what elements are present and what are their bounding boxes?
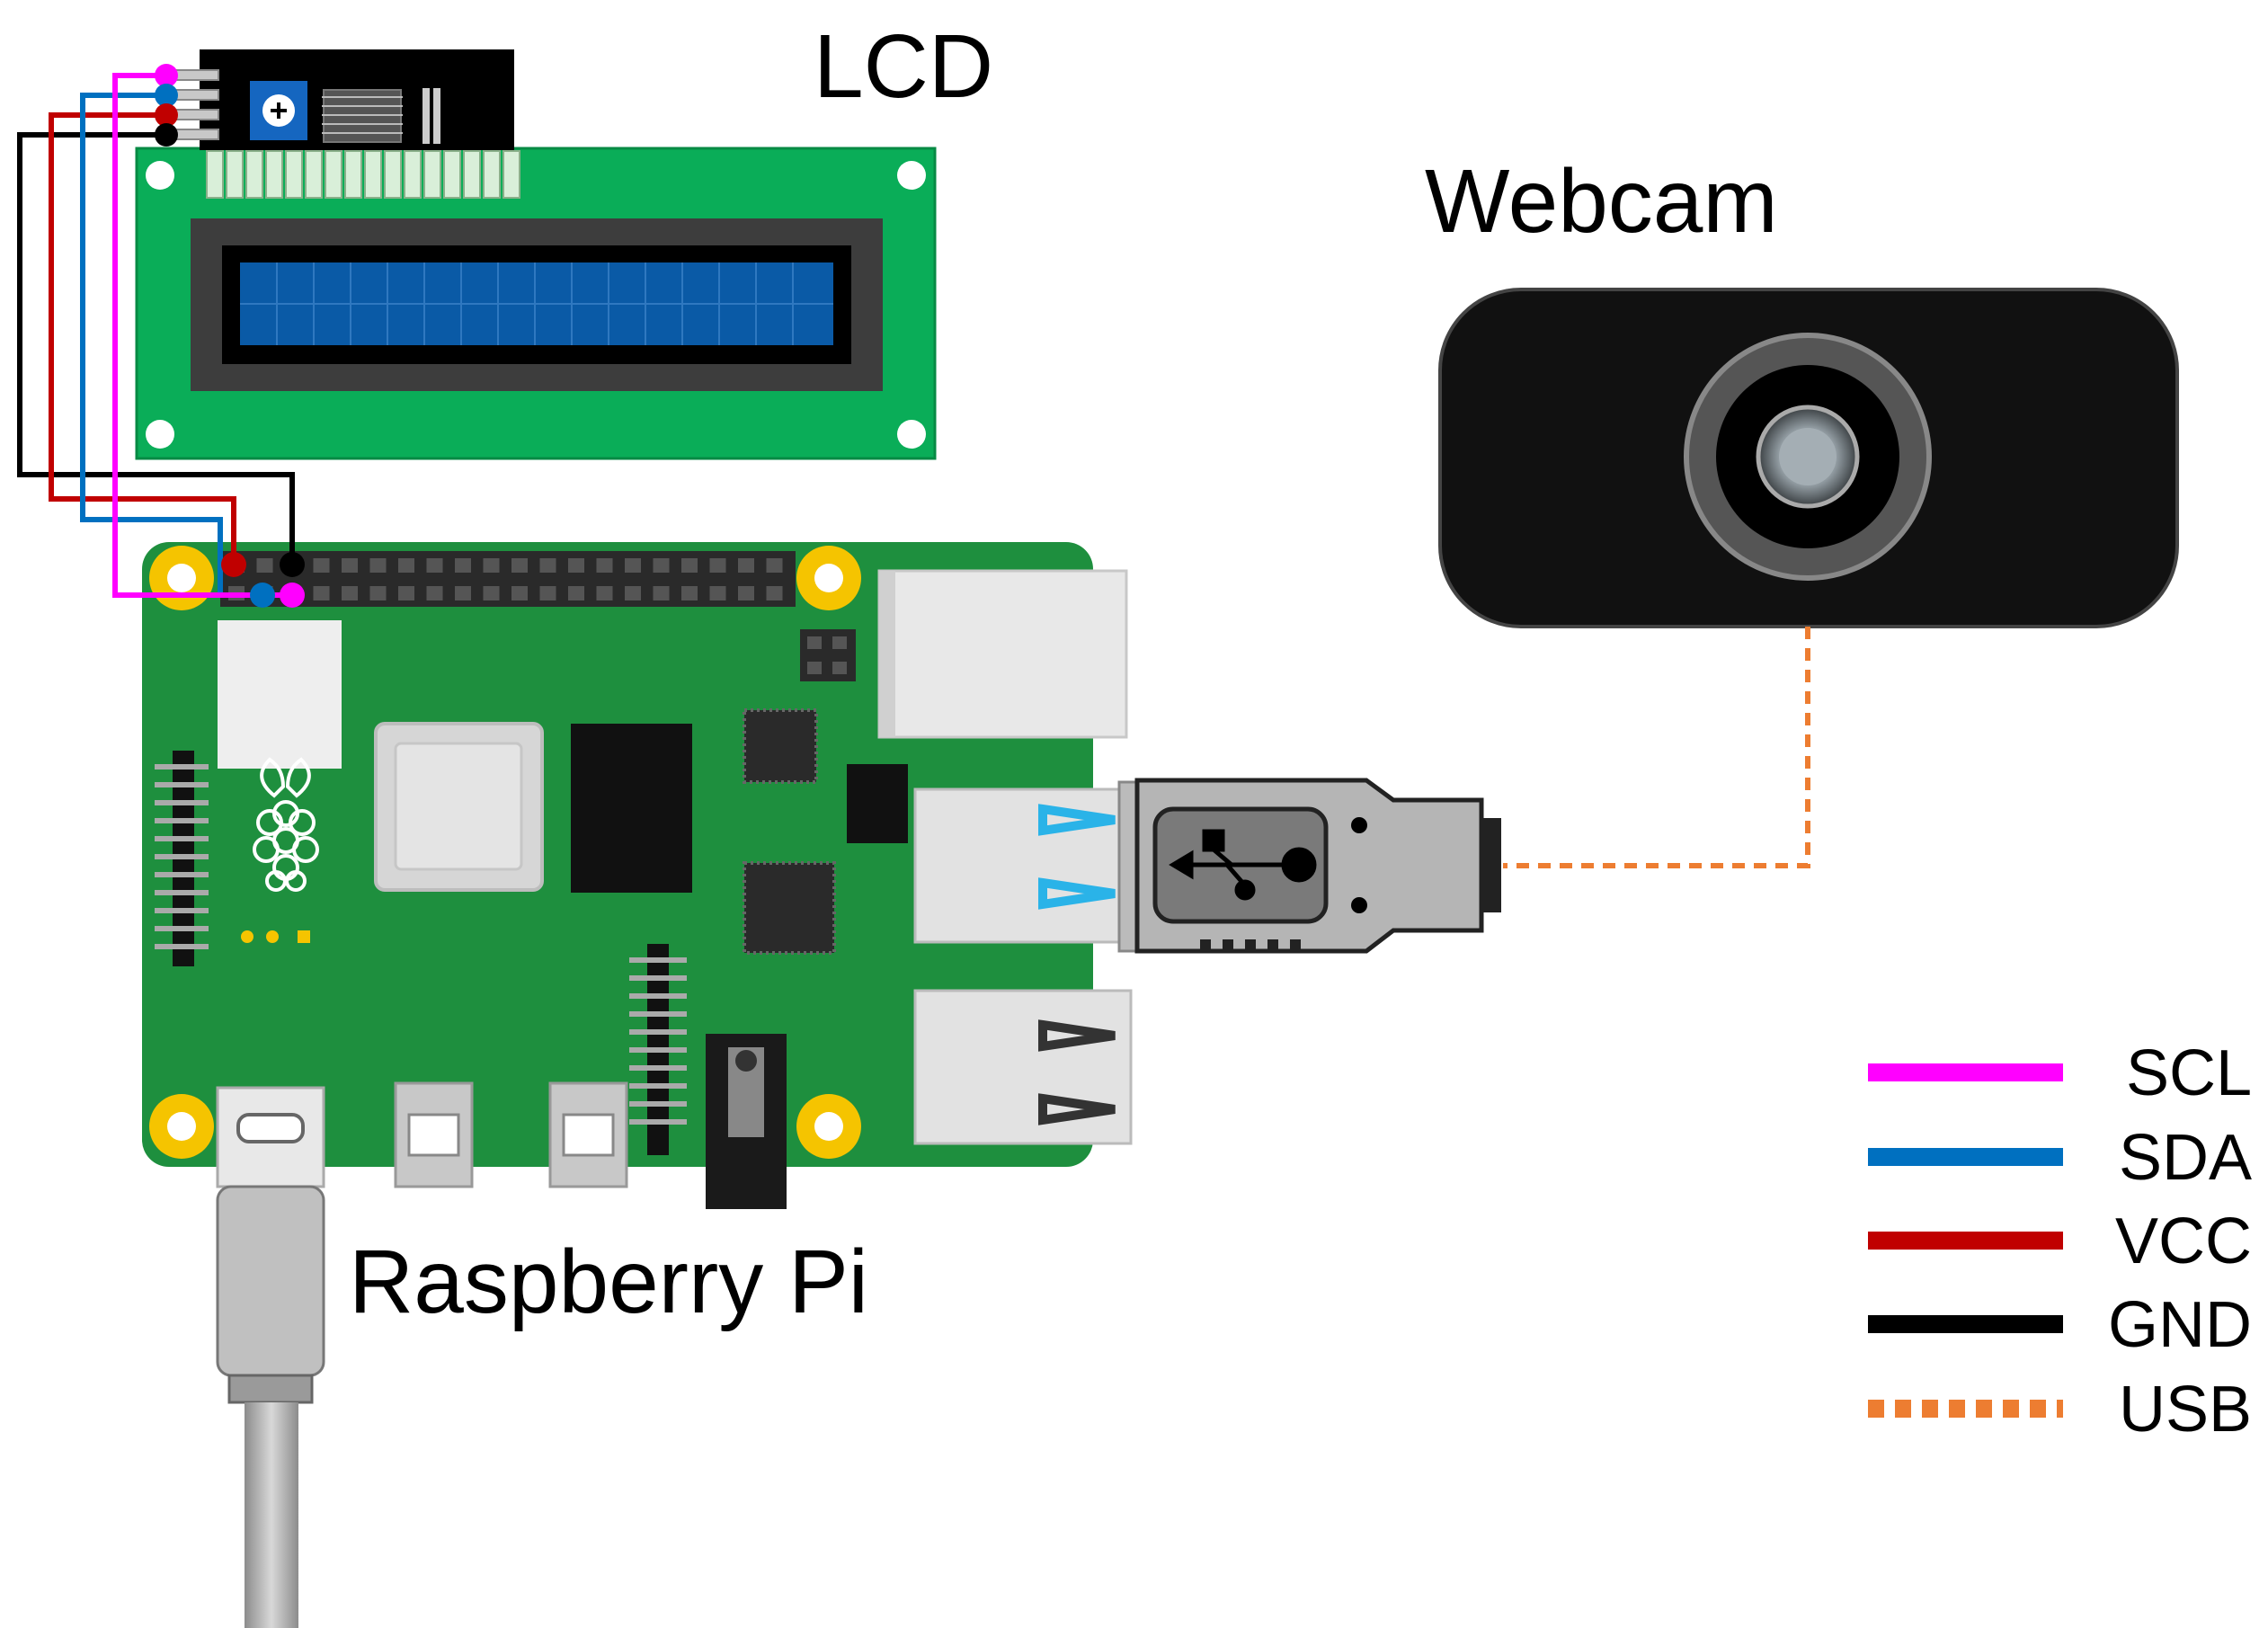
gpio-pin bbox=[342, 586, 358, 600]
wire-usb bbox=[1503, 627, 1810, 868]
legend-label-vcc: VCC bbox=[2115, 1205, 2252, 1277]
wire-vcc bbox=[49, 112, 236, 565]
gpio-pin bbox=[398, 586, 414, 600]
gpio-pin bbox=[313, 586, 330, 600]
gpio-pin bbox=[511, 586, 528, 600]
lcd-label: LCD bbox=[814, 16, 993, 117]
usb-port-top bbox=[913, 787, 1133, 944]
legend-label-usb: USB bbox=[2119, 1374, 2252, 1446]
webcam-label: Webcam bbox=[1425, 151, 1778, 252]
gpio-pin bbox=[455, 558, 471, 573]
gpio-pin bbox=[568, 586, 584, 600]
gpio-pin bbox=[738, 558, 754, 573]
ram-chip bbox=[571, 724, 692, 893]
gpio-pin bbox=[313, 558, 330, 573]
raspberry-pi-board bbox=[142, 542, 1133, 1209]
power-cable bbox=[216, 1185, 325, 1628]
micro-hdmi-port-1 bbox=[394, 1081, 474, 1188]
gpio-pin bbox=[369, 586, 387, 600]
lcd-module bbox=[135, 49, 937, 460]
gpio-pin bbox=[766, 558, 783, 573]
webcam bbox=[1438, 288, 2179, 628]
legend-label-sda: SDA bbox=[2119, 1122, 2252, 1194]
legend-label-scl: SCL bbox=[2126, 1037, 2252, 1109]
usb-port-bottom bbox=[913, 989, 1133, 1145]
gpio-pin bbox=[596, 558, 613, 573]
gpio-pin bbox=[568, 558, 584, 573]
gpio-pin bbox=[511, 558, 528, 573]
gpio-pin bbox=[738, 586, 754, 600]
gpio-pin bbox=[653, 586, 670, 600]
lcd-header-pins bbox=[206, 150, 520, 199]
gpio-pin bbox=[539, 586, 556, 600]
gpio-pin bbox=[681, 558, 698, 573]
gpio-pin bbox=[342, 558, 358, 573]
gpio-pin bbox=[483, 586, 500, 600]
gpio-pin bbox=[766, 586, 783, 600]
gpio-pin bbox=[625, 558, 641, 573]
ethernet-port bbox=[877, 569, 1128, 739]
raspberry-pi-label: Raspberry Pi bbox=[349, 1232, 868, 1332]
gpio-pin bbox=[709, 558, 726, 573]
wire-scl bbox=[112, 73, 292, 598]
gpio-pin bbox=[596, 586, 613, 600]
legend: SCL SDA VCC GND USB bbox=[1868, 1037, 2252, 1446]
raspberry-logo-icon bbox=[253, 757, 319, 892]
usb-symbol-icon bbox=[1169, 829, 1317, 901]
gpio-pin bbox=[539, 558, 556, 573]
gpio-pin bbox=[483, 558, 500, 573]
gpio-pin bbox=[426, 558, 443, 573]
gpio-pin bbox=[625, 586, 641, 600]
usb-plug bbox=[1117, 778, 1501, 954]
wires bbox=[17, 64, 1810, 868]
legend-label-gnd: GND bbox=[2108, 1289, 2252, 1361]
gpio-pin bbox=[681, 586, 698, 600]
gpio-pin bbox=[709, 586, 726, 600]
gpio-pin bbox=[455, 586, 471, 600]
wire-gnd bbox=[17, 132, 295, 565]
gpio-pin bbox=[369, 558, 387, 573]
gpio-pin bbox=[426, 586, 443, 600]
gpio-header bbox=[220, 551, 796, 607]
gpio-pin bbox=[256, 558, 273, 573]
gpio-pin bbox=[653, 558, 670, 573]
micro-hdmi-port-2 bbox=[548, 1081, 628, 1188]
gpio-pin bbox=[398, 558, 414, 573]
